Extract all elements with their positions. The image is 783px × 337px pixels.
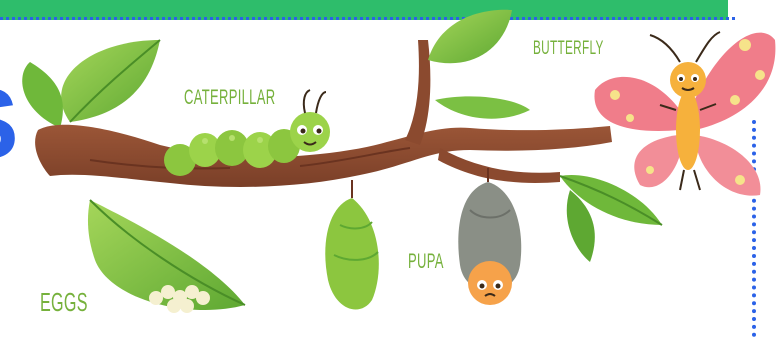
pupa-label: PUPA — [408, 250, 444, 274]
butterfly — [594, 32, 775, 196]
butterfly-label: BUTTERFLY — [533, 38, 604, 60]
green-chrysalis — [325, 180, 379, 310]
pupa — [458, 168, 521, 305]
leaf-cluster-left — [22, 40, 160, 128]
egg-leaf — [88, 200, 245, 313]
eggs-label: EGGS — [40, 287, 88, 318]
caterpillar-label: CATERPILLAR — [184, 86, 275, 110]
